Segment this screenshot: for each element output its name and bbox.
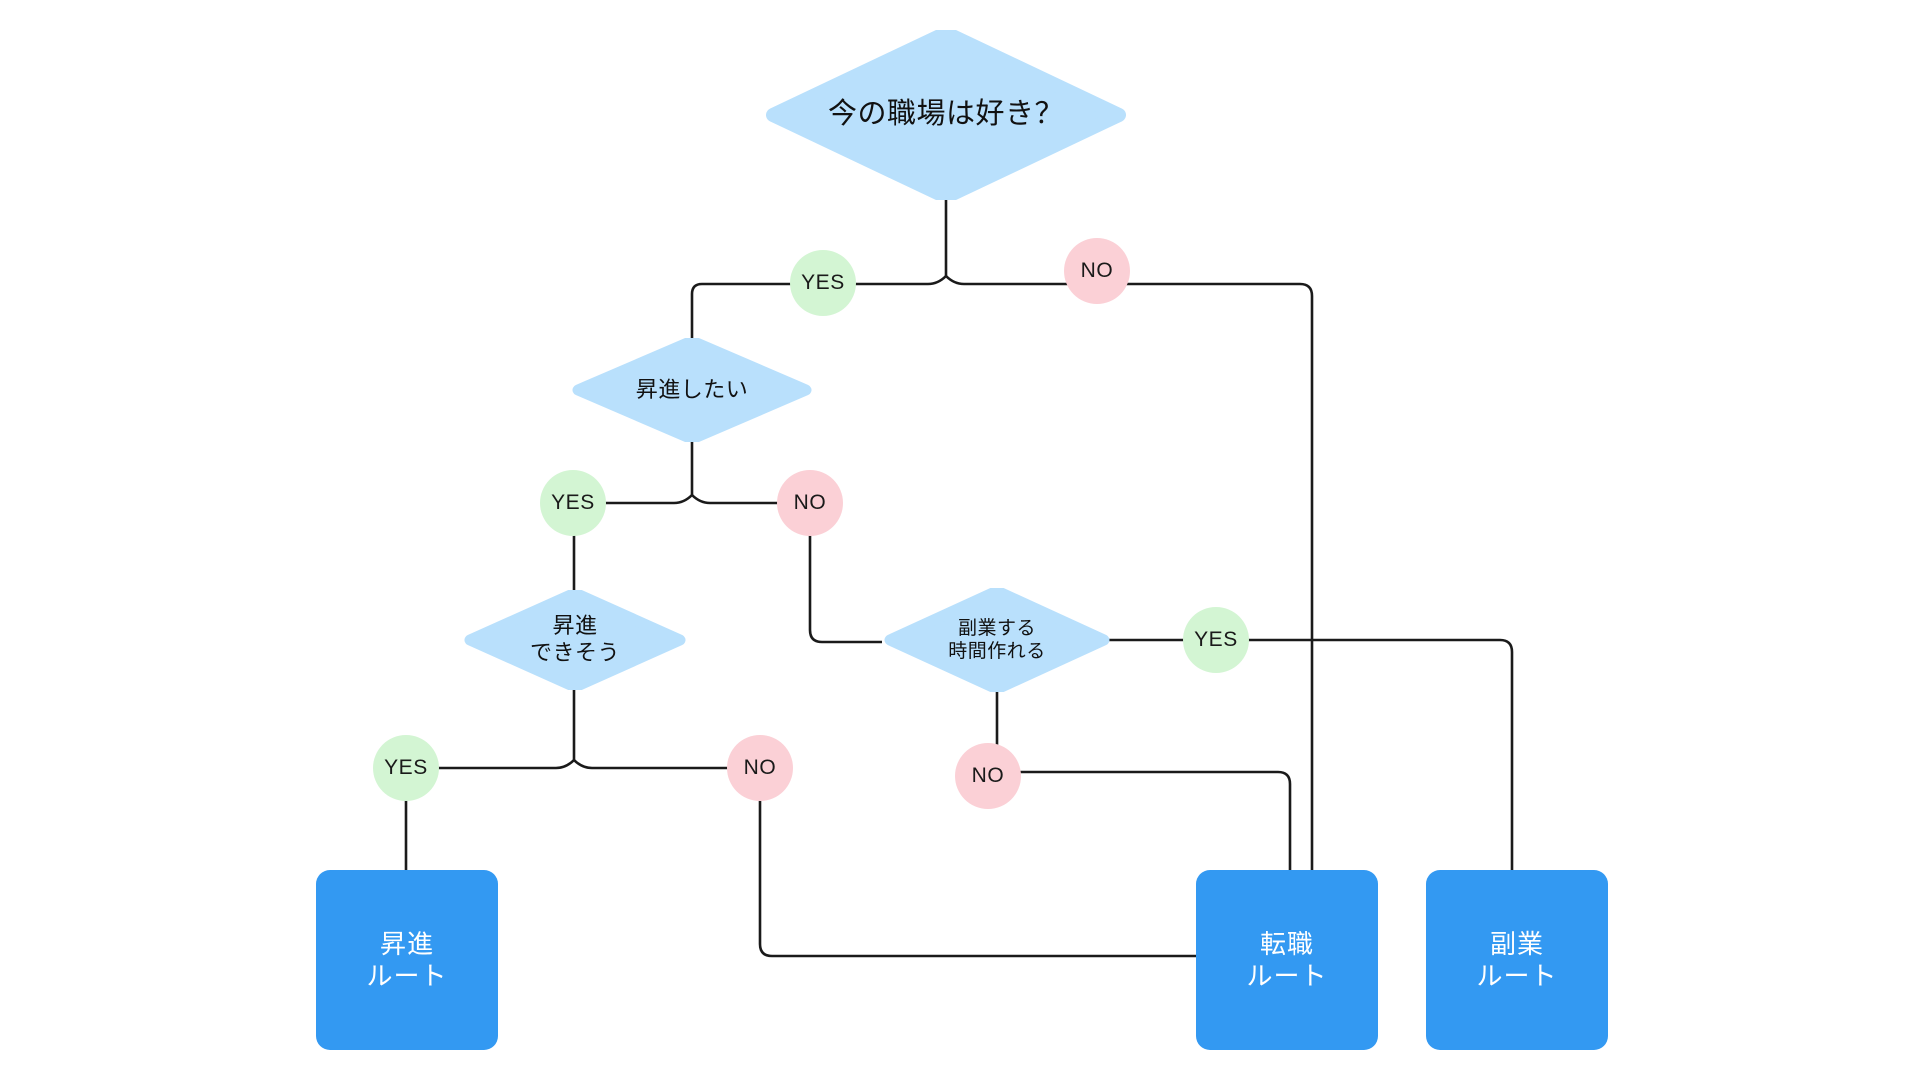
- terminal-node-t3[interactable]: 副業 ルート: [1426, 870, 1608, 1050]
- terminal-label-t3: 副業 ルート: [1476, 928, 1558, 992]
- decision-label-d3: 昇進 できそう: [529, 613, 620, 665]
- decision-label-d1: 今の職場は好き？: [827, 98, 1064, 131]
- edge-d1-yes-to-d2: [690, 275, 947, 338]
- decision-node-d2[interactable]: 昇進したい: [572, 338, 812, 442]
- decision-label-d2: 昇進したい: [635, 376, 749, 402]
- decision-node-d4[interactable]: 副業する 時間作れる: [884, 588, 1110, 692]
- edge-badge-yes-d2-d3[interactable]: YES: [540, 470, 606, 536]
- terminal-label-t1: 昇進 ルート: [366, 928, 448, 992]
- badge-label: YES: [551, 491, 595, 514]
- decision-label-d4: 副業する 時間作れる: [948, 617, 1046, 662]
- diamond-shape: [766, 30, 1126, 200]
- edge-d4-yes-to-t3: [1106, 638, 1514, 870]
- badge-label: YES: [1194, 628, 1238, 651]
- badge-label: YES: [801, 271, 845, 294]
- decision-node-d1[interactable]: 今の職場は好き？: [766, 30, 1126, 200]
- edge-d3-no-to-t2: [573, 759, 1196, 958]
- edge-d4-no-to-t2: [995, 760, 1292, 870]
- badge-label: NO: [743, 756, 777, 779]
- edge-badge-yes-d3-t1[interactable]: YES: [373, 735, 439, 801]
- diamond-shape: [572, 338, 812, 442]
- edge-badge-yes-d4-t3[interactable]: YES: [1183, 607, 1249, 673]
- badge-label: NO: [971, 764, 1005, 787]
- edge-badge-no-d3-t2[interactable]: NO: [727, 735, 793, 801]
- badge-label: NO: [1080, 259, 1114, 282]
- terminal-node-t1[interactable]: 昇進 ルート: [316, 870, 498, 1050]
- decision-node-d3[interactable]: 昇進 できそう: [464, 590, 686, 690]
- diamond-shape: [884, 588, 1110, 692]
- edge-badge-yes-d1-d2[interactable]: YES: [790, 250, 856, 316]
- edge-badge-no-d2-d4[interactable]: NO: [777, 470, 843, 536]
- terminal-node-t2[interactable]: 転職 ルート: [1196, 870, 1378, 1050]
- edge-badge-no-d1-t2[interactable]: NO: [1064, 238, 1130, 304]
- edge-d1-no-to-t2: [945, 275, 1314, 870]
- badge-label: YES: [384, 756, 428, 779]
- edge-badge-no-d4-t2[interactable]: NO: [955, 743, 1021, 809]
- badge-label: NO: [793, 491, 827, 514]
- diamond-shape: [464, 590, 686, 690]
- terminal-label-t2: 転職 ルート: [1246, 928, 1328, 992]
